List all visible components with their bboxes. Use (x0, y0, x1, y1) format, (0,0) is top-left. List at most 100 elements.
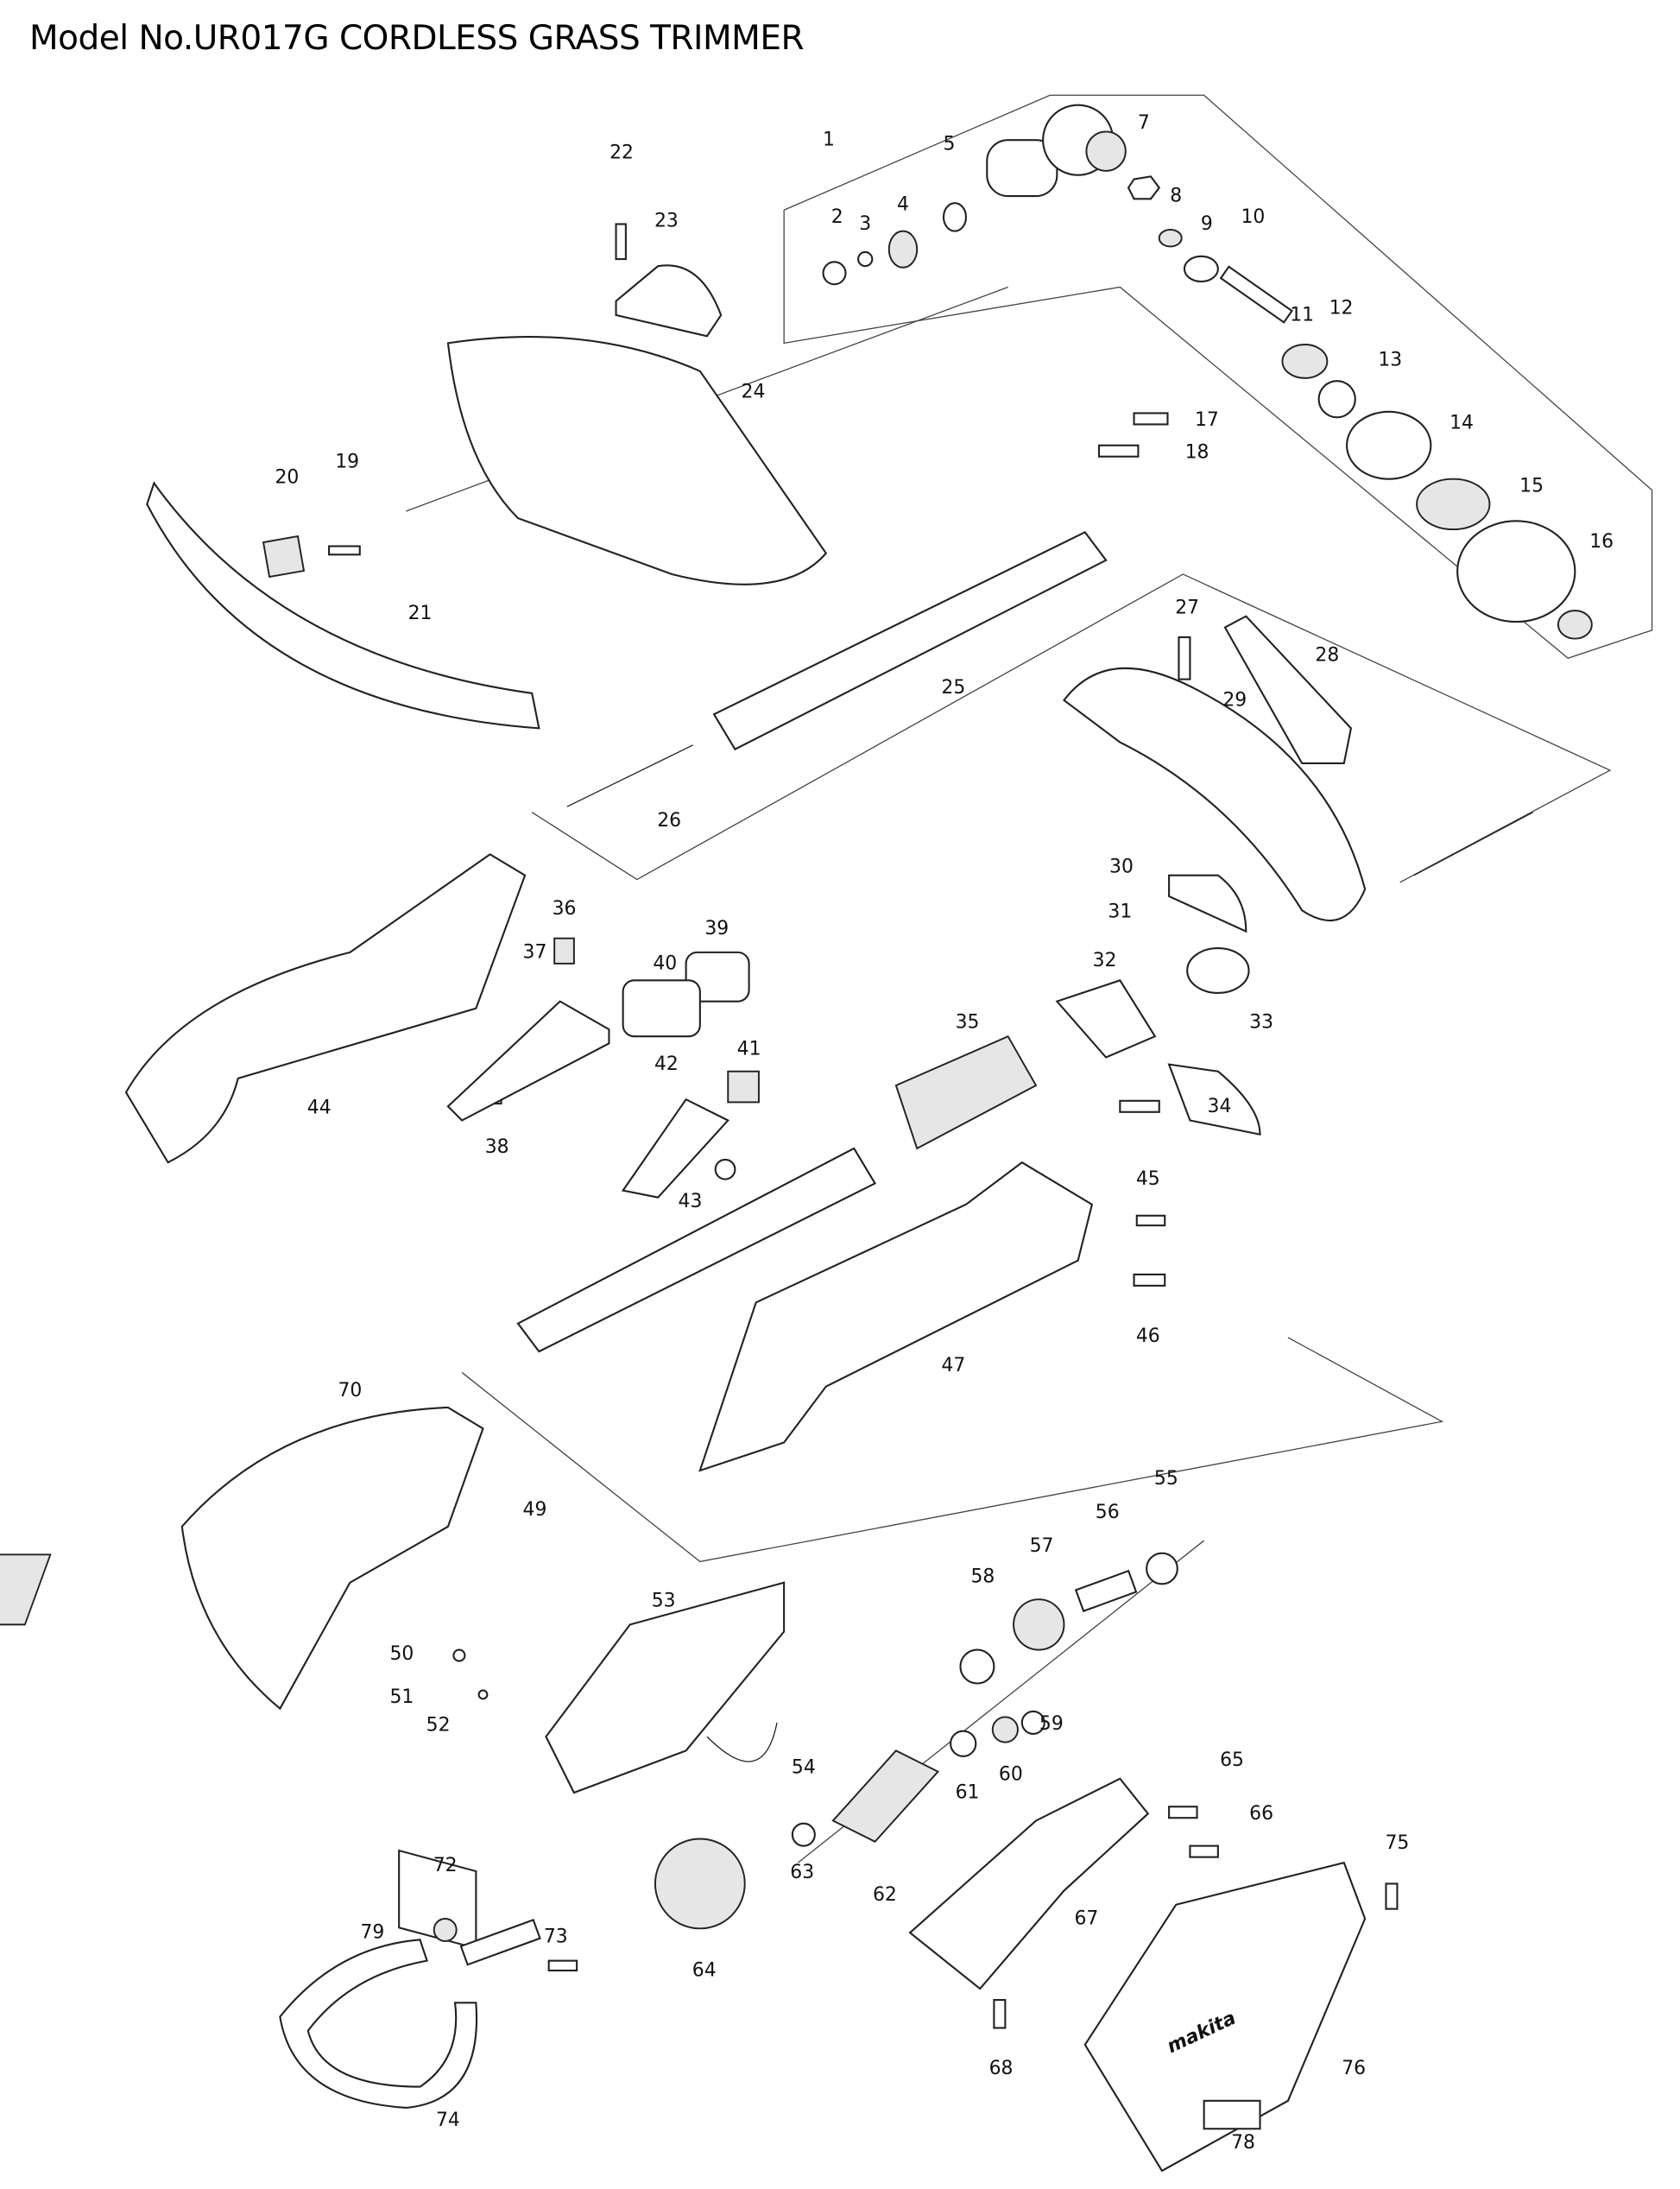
switch-lever-42 (621, 1098, 729, 1199)
screw-45 (1135, 1214, 1166, 1227)
spring-43 (714, 1158, 736, 1180)
handle-set-47 (698, 1161, 1094, 1472)
part-number-label-18: 18 (1185, 441, 1209, 463)
part-number-label-42: 42 (654, 1053, 679, 1075)
gear-5 (942, 202, 968, 232)
part-number-label-24: 24 (742, 382, 766, 403)
screw-18 (1097, 444, 1140, 458)
handle-housing-44 (124, 853, 527, 1164)
washer-3 (857, 250, 874, 268)
part-number-label-10: 10 (1241, 206, 1265, 228)
gear-head-group-frame (783, 94, 1653, 660)
part-number-label-72: 72 (433, 1855, 458, 1876)
wire-54 (706, 1722, 778, 1762)
part-number-label-19: 19 (335, 452, 359, 473)
part-number-label-27: 27 (1175, 597, 1199, 618)
guard-extension-21 (146, 481, 540, 730)
switch-cover-40 (622, 979, 701, 1038)
part-number-label-31: 31 (1108, 901, 1132, 922)
stator-64 (654, 1838, 746, 1930)
part-number-label-51: 51 (389, 1686, 414, 1708)
cover-76 (1083, 1861, 1367, 2173)
receive-washer-14 (1416, 478, 1491, 531)
nut-16 (1557, 610, 1593, 640)
spindle-56 (1074, 1569, 1138, 1613)
part-number-label-13: 13 (1378, 349, 1402, 370)
plate-20 (262, 535, 306, 579)
grip-35 (894, 1034, 1038, 1150)
controller-49 (0, 1553, 52, 1626)
shaft-26b (1413, 812, 1534, 876)
part-number-label-59: 59 (1039, 1713, 1064, 1735)
switch-41 (727, 1070, 760, 1104)
screw-51 (477, 1689, 489, 1700)
part-number-label-26: 26 (657, 810, 681, 832)
part-number-label-17: 17 (1195, 409, 1219, 431)
part-number-label-15: 15 (1519, 475, 1544, 497)
part-number-label-9: 9 (1201, 213, 1213, 235)
shaft-guard-24 (446, 336, 828, 585)
screw-50 (452, 1648, 466, 1662)
housing-70 (180, 1406, 484, 1711)
part-number-label-70: 70 (338, 1380, 362, 1401)
part-number-label-57: 57 (1030, 1535, 1054, 1557)
part-number-label-34: 34 (1208, 1096, 1232, 1117)
screw-65 (1168, 1806, 1198, 1819)
part-number-label-40: 40 (653, 952, 677, 974)
screw-22 (615, 223, 627, 261)
sleeve-31 (1186, 946, 1250, 994)
part-number-label-8: 8 (1170, 186, 1182, 207)
part-number-label-32: 32 (1093, 950, 1117, 971)
pipe-front (516, 1147, 877, 1353)
grip-holder-32 (1055, 979, 1157, 1059)
part-number-label-3: 3 (859, 213, 871, 235)
clamp-33 (1167, 1063, 1261, 1136)
part-number-label-68: 68 (989, 2058, 1014, 2079)
part-number-label-60: 60 (999, 1763, 1023, 1785)
part-number-label-28: 28 (1315, 645, 1339, 667)
gear-57 (1013, 1598, 1065, 1651)
snap-ring-2 (822, 261, 847, 286)
part-number-label-23: 23 (654, 211, 679, 232)
protector-13 (1345, 410, 1432, 480)
part-number-label-79: 79 (360, 1922, 384, 1944)
part-number-label-67: 67 (1074, 1907, 1098, 1929)
housing-group-frame (461, 1337, 1444, 1563)
screw-34 (1119, 1099, 1160, 1113)
part-number-label-63: 63 (790, 1862, 814, 1883)
part-number-label-11: 11 (1290, 304, 1314, 326)
part-number-label-22: 22 (609, 142, 634, 163)
part-number-label-52: 52 (426, 1715, 451, 1737)
clamp-23 (615, 264, 723, 338)
bearing-4 (887, 230, 919, 269)
part-number-label-56: 56 (1096, 1502, 1120, 1523)
pipe-group-frame (531, 573, 1612, 883)
part-number-label-36: 36 (553, 898, 577, 920)
part-number-label-33: 33 (1249, 1011, 1273, 1033)
lever-37 (446, 1000, 610, 1122)
part-number-label-53: 53 (652, 1590, 676, 1611)
part-number-label-47: 47 (941, 1355, 965, 1376)
part-number-label-66: 66 (1249, 1803, 1273, 1825)
screw-17 (1133, 412, 1169, 426)
nut-7 (1127, 175, 1161, 200)
part-number-label-20: 20 (275, 467, 300, 489)
part-number-label-7: 7 (1138, 112, 1150, 134)
barrier-74 (279, 1939, 478, 2109)
part-number-label-16: 16 (1589, 531, 1614, 553)
rotor-62 (831, 1749, 940, 1843)
bearing-61 (950, 1730, 977, 1757)
part-number-label-14: 14 (1449, 412, 1474, 433)
part-number-label-45: 45 (1136, 1168, 1160, 1190)
washer-8 (1158, 229, 1183, 248)
part-number-label-76: 76 (1342, 2058, 1366, 2079)
gear-60 (991, 1716, 1019, 1743)
screw-68 (993, 1998, 1007, 2029)
part-number-label-1: 1 (823, 130, 835, 151)
part-number-label-75: 75 (1386, 1832, 1410, 1854)
part-number-label-78: 78 (1231, 2132, 1255, 2154)
clamp-30 (1168, 874, 1247, 933)
cup-15 (1456, 520, 1576, 623)
loop-handle-29 (1062, 667, 1367, 922)
